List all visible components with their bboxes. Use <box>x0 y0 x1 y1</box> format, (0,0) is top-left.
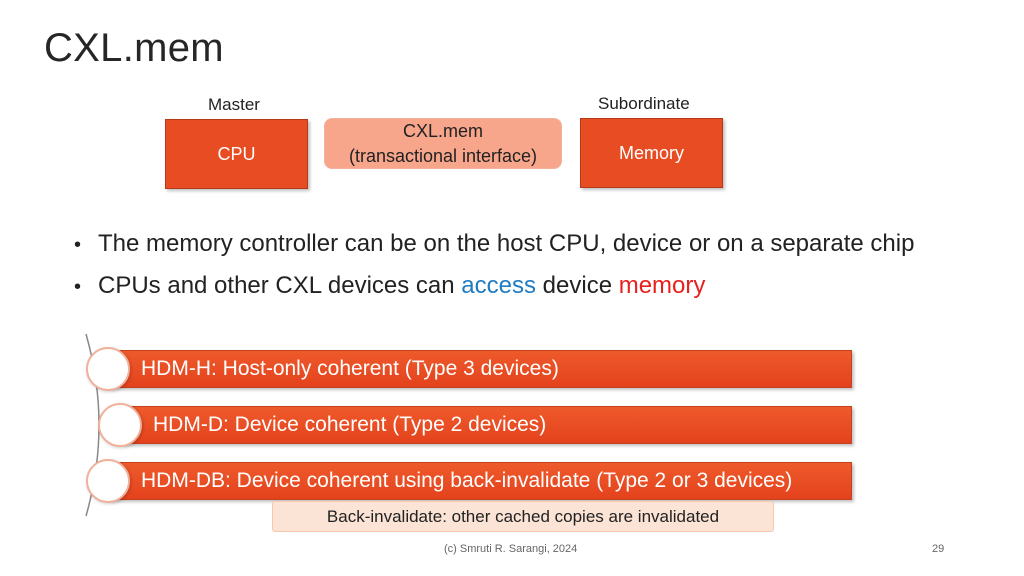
hdm-d-circle-icon <box>98 403 142 447</box>
bullet-list: • The memory controller can be on the ho… <box>74 230 914 314</box>
interface-line-1: CXL.mem <box>402 121 483 142</box>
cpu-box: CPU <box>165 119 308 189</box>
footer-credit: (c) Smruti R. Sarangi, 2024 <box>444 543 578 555</box>
hdm-db-circle-icon <box>86 459 130 503</box>
hdm-h-bar: HDM-H: Host-only coherent (Type 3 device… <box>110 350 852 388</box>
hdm-d-bar: HDM-D: Device coherent (Type 2 devices) <box>122 406 852 444</box>
bullet-item: • CPUs and other CXL devices can access … <box>74 272 914 300</box>
page-number: 29 <box>932 543 945 555</box>
hdm-db-label: HDM-DB: Device coherent using back-inval… <box>141 469 793 492</box>
interface-box: CXL.mem (transactional interface) <box>324 118 562 169</box>
back-invalidate-note: Back-invalidate: other cached copies are… <box>272 501 774 532</box>
master-label: Master <box>208 95 260 114</box>
interface-line-2: (transactional interface) <box>348 145 538 166</box>
bullet-text-middle: device <box>536 272 619 299</box>
hdm-h-circle-icon <box>86 347 130 391</box>
bullet-dot-icon: • <box>74 276 82 298</box>
bullet-text-prefix: CPUs and other CXL devices can <box>98 272 462 299</box>
hdm-h-label: HDM-H: Host-only coherent (Type 3 device… <box>141 357 559 380</box>
slide-title: CXL.mem <box>44 26 224 70</box>
memory-box-label: Memory <box>618 142 684 163</box>
bullet-dot-icon: • <box>74 234 82 256</box>
back-invalidate-note-text: Back-invalidate: other cached copies are… <box>326 506 720 526</box>
highlight-memory: memory <box>618 272 706 299</box>
cpu-box-label: CPU <box>217 143 256 164</box>
bullet-text: The memory controller can be on the host… <box>98 230 915 257</box>
subordinate-label: Subordinate <box>598 94 690 113</box>
bullet-item: • The memory controller can be on the ho… <box>74 230 914 258</box>
hdm-d-label: HDM-D: Device coherent (Type 2 devices) <box>153 413 547 436</box>
highlight-access: access <box>461 272 536 299</box>
hdm-db-bar: HDM-DB: Device coherent using back-inval… <box>110 462 852 500</box>
memory-box: Memory <box>580 118 723 188</box>
